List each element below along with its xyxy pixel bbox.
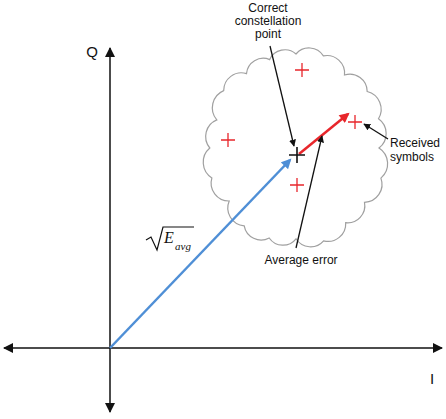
received-symbol bbox=[290, 178, 304, 192]
axis-label: I bbox=[426, 370, 438, 387]
math-subscript: avg bbox=[175, 240, 197, 252]
signal-vector bbox=[110, 160, 290, 348]
leader-arrow bbox=[270, 46, 294, 146]
leader-arrow bbox=[364, 124, 388, 139]
received-symbol bbox=[295, 63, 309, 77]
callout-text: Average error bbox=[255, 253, 347, 267]
constellation-point bbox=[289, 147, 305, 163]
callout-text: Correct constellation point bbox=[228, 2, 308, 41]
error-vector bbox=[299, 114, 348, 154]
q-axis bbox=[109, 48, 111, 412]
i-axis bbox=[4, 347, 442, 349]
noise-cloud bbox=[203, 48, 387, 247]
leader-arrow bbox=[296, 136, 322, 248]
received-symbols bbox=[221, 63, 362, 192]
axis-label: Q bbox=[85, 43, 99, 60]
callout-text: Received symbols bbox=[390, 136, 443, 164]
received-symbol bbox=[221, 133, 235, 147]
math-symbol: E bbox=[164, 229, 176, 246]
received-symbol bbox=[348, 115, 362, 129]
